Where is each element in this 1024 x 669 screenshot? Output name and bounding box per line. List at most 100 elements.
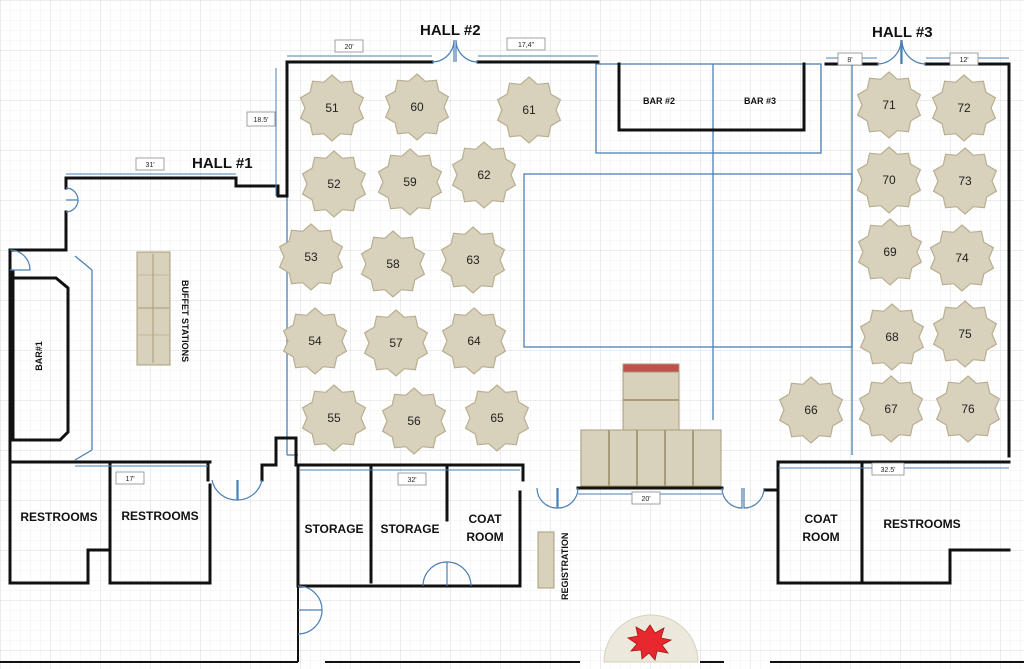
doors [9, 39, 927, 635]
table-shape [299, 74, 365, 142]
table-shape [440, 226, 506, 294]
table-number: 76 [961, 402, 975, 416]
table-61: 61 [496, 76, 562, 144]
table-shape [856, 71, 922, 139]
table-57: 57 [363, 309, 429, 377]
table-shape [932, 147, 998, 215]
dim-20-top: 20' [344, 44, 353, 51]
dim-17: 17' [125, 476, 134, 483]
stage [580, 363, 722, 487]
dim-20-stage: 20' [641, 496, 650, 503]
table-shape [451, 141, 517, 209]
restrooms-left-a-label: RESTROOMS [20, 510, 97, 524]
hall-1-label: HALL #1 [192, 155, 253, 172]
table-59: 59 [377, 148, 443, 216]
registration-table [537, 531, 555, 589]
table-72: 72 [931, 74, 997, 142]
dim-17-4: 17,4" [518, 42, 535, 49]
dim-12: 12' [959, 57, 968, 64]
table-number: 58 [386, 257, 400, 271]
table-number: 71 [882, 98, 896, 112]
table-shape [929, 224, 995, 292]
coat-room-right-line1: COAT [804, 512, 838, 526]
table-65: 65 [464, 384, 530, 452]
table-shape [778, 376, 844, 444]
table-number: 61 [522, 103, 536, 117]
dim-31: 31' [145, 162, 154, 169]
table-shape [363, 309, 429, 377]
table-number: 59 [403, 175, 417, 189]
dim-32: 32' [407, 477, 416, 484]
table-63: 63 [440, 226, 506, 294]
table-55: 55 [301, 384, 367, 452]
table-number: 65 [490, 411, 504, 425]
dim-8: 8' [847, 57, 852, 64]
buffet-stations-label: BUFFET STATIONS [180, 280, 190, 362]
table-56: 56 [381, 387, 447, 455]
table-number: 57 [389, 336, 403, 350]
table-number: 54 [308, 334, 322, 348]
table-number: 67 [884, 402, 898, 416]
table-52: 52 [301, 150, 367, 218]
table-number: 70 [882, 173, 896, 187]
buffet-stations [136, 251, 171, 366]
dim-32-5: 32.5' [881, 467, 896, 474]
table-76: 76 [935, 375, 1001, 443]
table-shape [935, 375, 1001, 443]
table-shape [857, 218, 923, 286]
hall-2-label: HALL #2 [420, 22, 481, 39]
table-53: 53 [278, 223, 344, 291]
table-shape [858, 375, 924, 443]
table-71: 71 [856, 71, 922, 139]
table-shape [282, 307, 348, 375]
table-shape [496, 76, 562, 144]
table-58: 58 [360, 230, 426, 298]
table-shape [301, 150, 367, 218]
table-shape [301, 384, 367, 452]
table-number: 60 [410, 100, 424, 114]
storage-b-label: STORAGE [380, 522, 439, 536]
table-shape [441, 307, 507, 375]
table-shape [384, 73, 450, 141]
table-number: 64 [467, 334, 481, 348]
table-64: 64 [441, 307, 507, 375]
table-number: 63 [466, 253, 480, 267]
table-number: 56 [407, 414, 421, 428]
table-number: 53 [304, 250, 318, 264]
bar-1-label: BAR#1 [34, 341, 44, 371]
table-shape [381, 387, 447, 455]
table-shape [859, 303, 925, 371]
walls [0, 60, 1024, 663]
table-number: 62 [477, 168, 491, 182]
table-shape [360, 230, 426, 298]
table-60: 60 [384, 73, 450, 141]
table-73: 73 [932, 147, 998, 215]
table-shape [856, 146, 922, 214]
table-75: 75 [932, 300, 998, 368]
storage-a-label: STORAGE [304, 522, 363, 536]
table-54: 54 [282, 307, 348, 375]
table-shape [931, 74, 997, 142]
table-shape [932, 300, 998, 368]
restrooms-left-b-label: RESTROOMS [121, 509, 198, 523]
coat-room-left-line2: ROOM [466, 530, 503, 544]
table-number: 66 [804, 403, 818, 417]
coat-room-left-line1: COAT [468, 512, 502, 526]
table-number: 52 [327, 177, 341, 191]
table-number: 72 [957, 101, 971, 115]
coat-room-right-line2: ROOM [802, 530, 839, 544]
dim-18-5: 18.5' [254, 117, 269, 124]
dimension-labels: 31' 20' 18.5' 17,4" 8' 12' 17' 32' 20' 3… [115, 37, 979, 505]
table-67: 67 [858, 375, 924, 443]
restrooms-right-label: RESTROOMS [883, 517, 960, 531]
table-number: 55 [327, 411, 341, 425]
table-74: 74 [929, 224, 995, 292]
registration-label: REGISTRATION [560, 533, 570, 600]
bar-3-label: BAR #3 [744, 96, 776, 106]
table-number: 73 [958, 174, 972, 188]
table-shape [377, 148, 443, 216]
table-69: 69 [857, 218, 923, 286]
table-70: 70 [856, 146, 922, 214]
